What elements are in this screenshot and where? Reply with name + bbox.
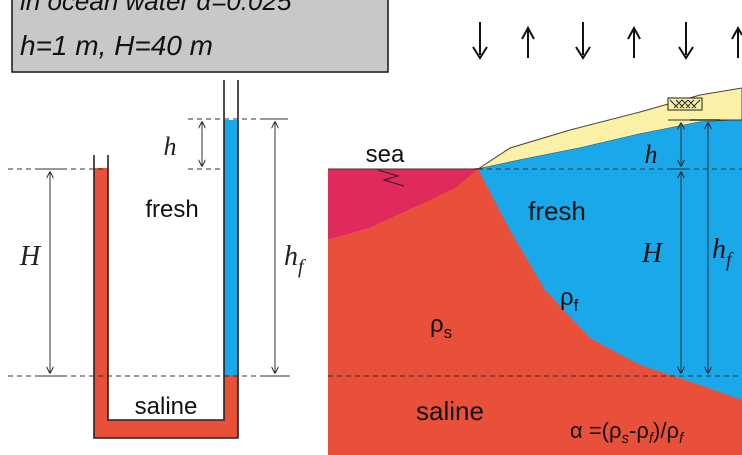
island-H-label: H [641,238,664,269]
u-tube-hf-dimension [262,118,288,377]
evaporation-arrow-up [731,25,742,58]
recharge-arrows [472,22,742,60]
island-fresh-label: fresh [528,196,586,226]
island-dimensions [328,119,742,377]
u-tube-H-dimension [8,168,104,377]
rho-f-label: ρf [560,284,579,315]
evaporation-arrow-up [521,25,535,58]
u-tube-h-dimension [188,118,284,170]
alpha-formula: α =(ρs-ρf)/ρf [570,418,685,447]
rain-arrow-down [678,22,694,60]
u-tube: fresh saline [93,80,239,439]
caption-box: in ocean water α=0.025 h=1 m, H=40 m [11,0,389,73]
caption-line1: in ocean water α=0.025 [20,0,292,16]
rain-arrow-down [472,22,488,60]
rain-arrow-down [575,22,591,60]
sea-label: sea [366,141,405,168]
u-tube-saline-label: saline [135,393,198,420]
evaporation-arrow-up [627,25,641,58]
island-h-label: h [645,140,658,169]
u-tube-h-label: h [164,132,177,161]
well-icon [667,97,703,111]
u-tube-hf-label: hf [284,241,306,278]
u-tube-fresh-label: fresh [145,196,198,223]
caption-line2: h=1 m, H=40 m [20,30,213,61]
island-hf-label: hf [712,234,734,271]
island-saline-label: saline [416,396,484,426]
u-tube-H-label: H [19,241,42,272]
rho-s-label: ρs [430,311,452,342]
island-section: sea fresh saline ρs ρf α =(ρs-ρf)/ρf [328,87,742,455]
